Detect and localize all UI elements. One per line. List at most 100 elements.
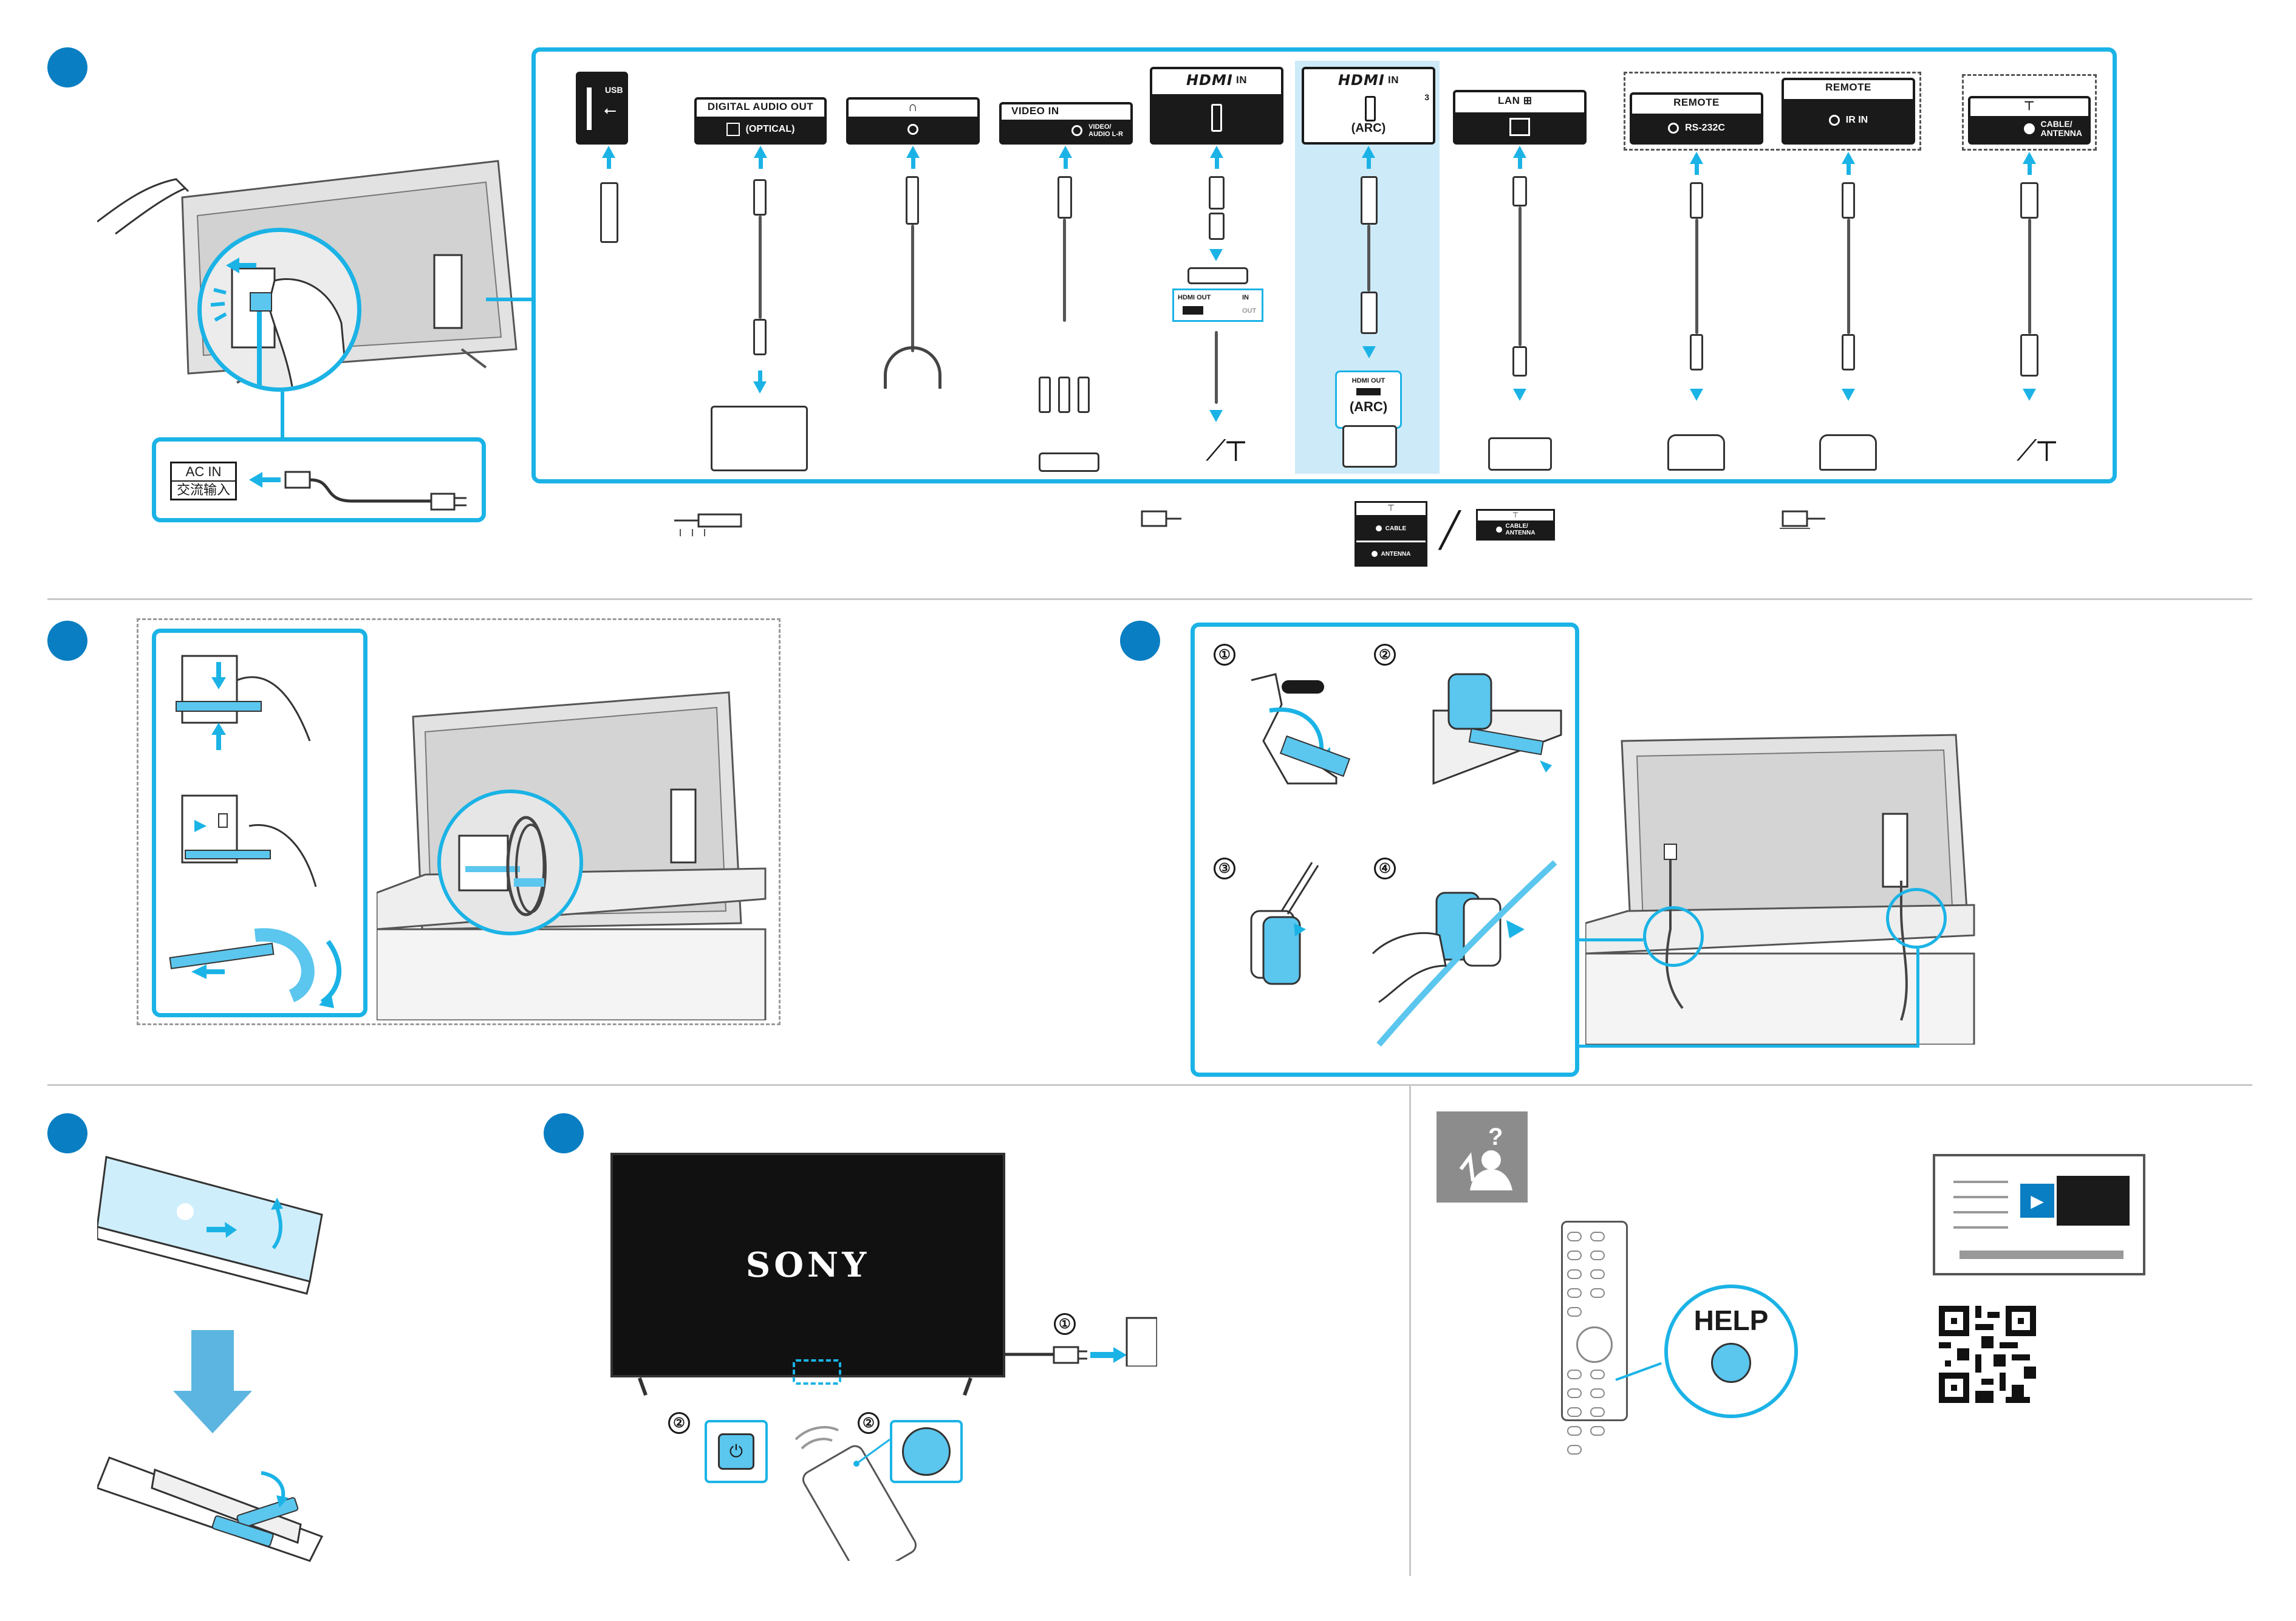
ir-plug-bottom-icon [1842,334,1855,370]
divider-middle [47,1084,2252,1086]
hdmi-arrow-icon [1210,146,1223,158]
audio-system-icon [711,406,808,471]
antenna-legend-combined: ⊤ CABLE/ANTENNA [1476,509,1555,541]
legend-slash: ╱ [1440,510,1460,550]
rs232c-arrow-icon [1690,152,1703,164]
clip-zoom-connector-left [1579,938,1643,941]
control-device-1-icon [1667,434,1725,471]
settop-hdmi-port-icon [1183,306,1203,315]
optical-square-icon [726,123,740,136]
arc-label: (ARC) [1304,121,1433,135]
legend-antenna-label: ANTENNA [1381,551,1411,558]
coax-plug-bottom-icon [2020,334,2038,377]
remote-pointing-illustration [784,1415,929,1561]
power-icon: ⏻ [729,1442,743,1462]
optical-plug-bottom-icon [753,319,767,355]
soundbar-panel: HDMI OUT (ARC) [1335,370,1402,429]
antenna-legend-symbol-icon: ⊤ [1356,503,1426,516]
headphone-arrow-icon [906,146,920,158]
ethernet-jack-icon [1509,118,1530,136]
video-plug-icon [1057,176,1072,219]
lan-plug-top-icon [1512,176,1527,206]
digital-audio-label: DIGITAL AUDIO OUT [697,100,824,114]
help-button[interactable] [1711,1343,1751,1383]
hdmi-arc-port-icon [1365,96,1376,121]
coax-plug-top-icon [2020,182,2038,219]
combined-cable-label: CABLE/ [1506,523,1528,530]
power-button[interactable]: ⏻ [718,1433,754,1470]
lan-plug-bottom-icon [1512,346,1527,377]
combined-legend-symbol-icon: ⊤ [1478,511,1553,520]
remote-ir-label: REMOTE [1784,80,1913,95]
rs232c-down-arrow-icon [1690,389,1703,401]
ir-arrow-icon [1842,152,1855,164]
headphone-plug-icon [906,176,919,225]
dvd-player-icon [1039,452,1099,472]
hdmi-arc-down-arrow-icon [1362,346,1376,358]
router-icon [1488,437,1552,471]
power-step-1-number: ① [1054,1313,1076,1335]
legend-cable-label: CABLE [1385,525,1406,532]
headphone-port: ∩ [846,97,980,145]
clip-zoom-connector-right [1579,1045,1919,1048]
rca-plug-right-icon [1078,377,1090,413]
audio-lr-label: AUDIO L-R [1088,131,1123,138]
remote-dpad-icon [1576,1326,1613,1363]
remote-battery-illustration [97,1148,340,1567]
lan-down-arrow-icon [1513,389,1526,401]
combined-antenna-label: ANTENNA [1506,530,1536,536]
hdmi-port-icon [1211,104,1222,132]
cable-tie-zoom-circle [437,790,583,935]
qr-code [1939,1306,2036,1403]
settop-in-label: IN [1242,294,1249,301]
play-icon: ▶ [2020,1184,2054,1218]
video-in-label: VIDEO IN [1002,104,1130,117]
antenna-arrow-icon [2023,152,2036,164]
network-icon: ⊞ [1523,95,1532,107]
hdmi-plug-top-icon [1209,176,1225,210]
rca-plug-mid-icon [1058,377,1070,413]
step-1-marker [47,47,87,87]
soundbar-hdmi-out-label: HDMI OUT [1337,377,1400,384]
optical-plug-icon [753,179,767,216]
tv-power-cord [1005,1306,1157,1367]
hdmi-logo: HDMI [1186,72,1233,89]
optical-label: (OPTICAL) [746,124,795,135]
step-3-marker [1120,621,1160,661]
hdmi-arc-port: HDMI IN 3 (ARC) [1302,67,1435,145]
help-question-mark: ? [1488,1124,1503,1150]
step-2-marker [47,621,87,661]
headphone-jack-icon [907,124,918,135]
antenna-legend-separate: ⊤ CABLE ANTENNA [1355,501,1427,567]
rs232c-plug-top-icon [1690,182,1703,219]
antenna-feed-arrow-icon [1209,410,1223,422]
hdmi-in-label: IN [1236,74,1247,86]
soundbar-hdmi-port-icon [1356,388,1381,395]
optical-arrow-icon [754,146,767,158]
divider-top [47,598,2252,600]
rs232c-plug-bottom-icon [1690,334,1703,370]
clip-zoom-circle [197,228,361,392]
headphone-icon: ∩ [849,100,977,114]
settop-hdmi-out-label: HDMI OUT [1178,294,1211,301]
tv-brand-logo: SONY [746,1245,870,1285]
help-video-guide-icon: ▶ [1933,1154,2145,1275]
video-sub-label: VIDEO/ [1088,123,1111,131]
usb-dimension-diagram [662,507,753,537]
hdmi-arc-plug-bottom-icon [1361,292,1378,334]
power-sensor-highlight [793,1359,841,1385]
soundbar-speaker-icon [1342,425,1397,468]
ac-in-text: AC IN [172,463,235,480]
rs232c-label: RS-232C [1685,123,1725,134]
coax-down-arrow-icon [2023,389,2036,401]
remote-rs232c-port: REMOTE RS-232C [1630,92,1763,145]
help-zoom-circle: HELP [1664,1285,1798,1418]
cable-label: CABLE/ [2041,119,2072,129]
hdmi-port-number: 3 [1424,92,1429,102]
divider-vertical [1409,1084,1411,1576]
ir-plug-top-icon [1842,182,1855,219]
settop-panel: HDMI OUT IN OUT [1172,288,1263,322]
lan-arrow-icon [1513,146,1526,158]
clip-step-illustrations [1215,662,1567,1063]
ac-in-text-cn: 交流输入 [172,480,235,499]
